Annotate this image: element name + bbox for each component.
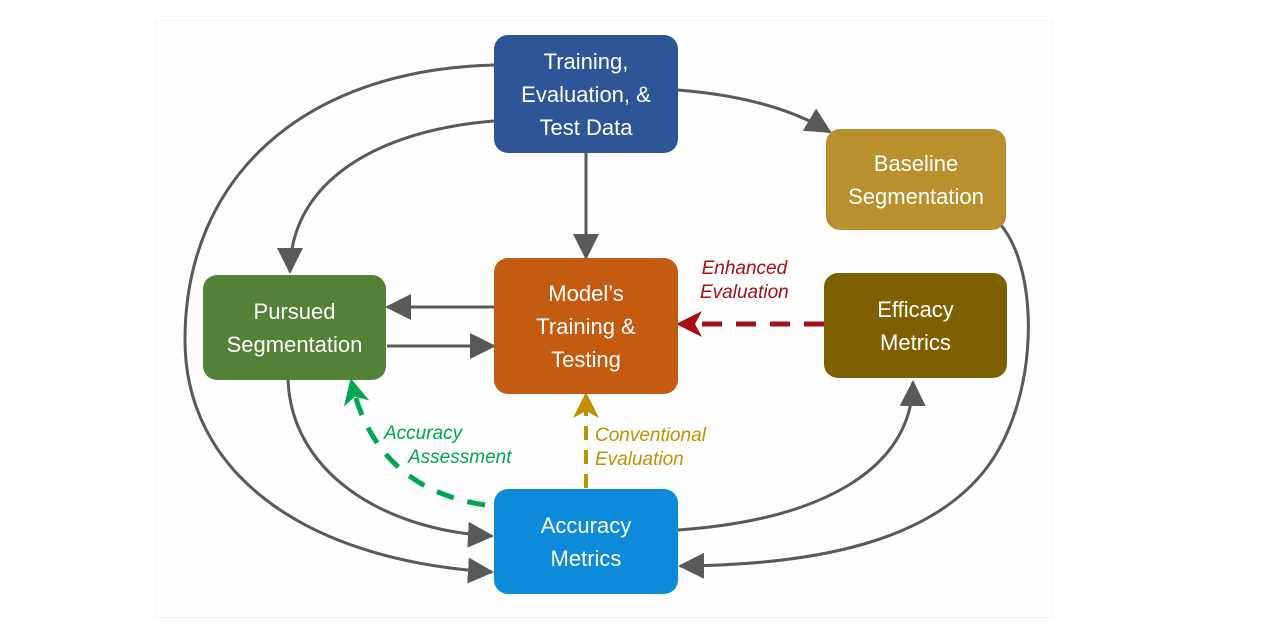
node-label-line: Accuracy	[540, 512, 632, 538]
edge-label-enhanced-evaluation: Enhanced Evaluation	[700, 257, 789, 305]
edge-accuracy-to-pursued	[343, 378, 486, 508]
edge-data-to-accuracy	[183, 63, 495, 584]
node-training-evaluation-test-data: Training, Evaluation, & Test Data	[494, 35, 678, 153]
edge-label-line: Evaluation	[700, 282, 789, 303]
node-baseline-segmentation: Baseline Segmentation	[826, 129, 1006, 230]
node-label-line: Pursued	[253, 298, 336, 324]
edge-label-conventional-evaluation: Conventional Evaluation	[595, 424, 706, 472]
edge-label-line: Accuracy	[384, 423, 463, 444]
node-label-line: Metrics	[880, 329, 951, 355]
node-pursued-segmentation: Pursued Segmentation	[203, 275, 386, 380]
edge-data-to-pursued	[277, 119, 495, 274]
edge-label-line: Conventional	[595, 425, 706, 446]
edge-label-line: Assessment	[408, 447, 512, 468]
node-label-line: Training &	[536, 313, 636, 339]
node-label-line: Testing	[551, 346, 621, 372]
edge-pursued-to-accuracy	[286, 377, 494, 548]
node-accuracy-metrics: Accuracy Metrics	[494, 489, 678, 594]
node-label-line: Training,	[543, 48, 629, 74]
node-model-training-testing: Model’s Training & Testing	[494, 258, 678, 394]
node-label-line: Metrics	[550, 545, 622, 571]
node-label-line: Efficacy	[877, 296, 954, 322]
edge-label-line: Enhanced	[701, 258, 788, 279]
edge-accuracy-to-efficacy	[677, 380, 926, 532]
node-label-line: Test Data	[539, 114, 633, 140]
edge-label-line: Evaluation	[595, 449, 684, 470]
node-label-line: Segmentation	[848, 183, 984, 209]
node-label-line: Baseline	[873, 150, 959, 176]
node-label-line: Evaluation, &	[521, 81, 651, 107]
edge-label-accuracy-assessment: Accuracy Assessment	[384, 422, 511, 470]
node-efficacy-metrics: Efficacy Metrics	[824, 273, 1007, 378]
node-label-line: Segmentation	[226, 331, 363, 357]
node-label-line: Model’s	[548, 280, 624, 306]
edge-data-to-baseline	[677, 88, 832, 134]
edge-baseline-to-accuracy	[678, 223, 1030, 579]
